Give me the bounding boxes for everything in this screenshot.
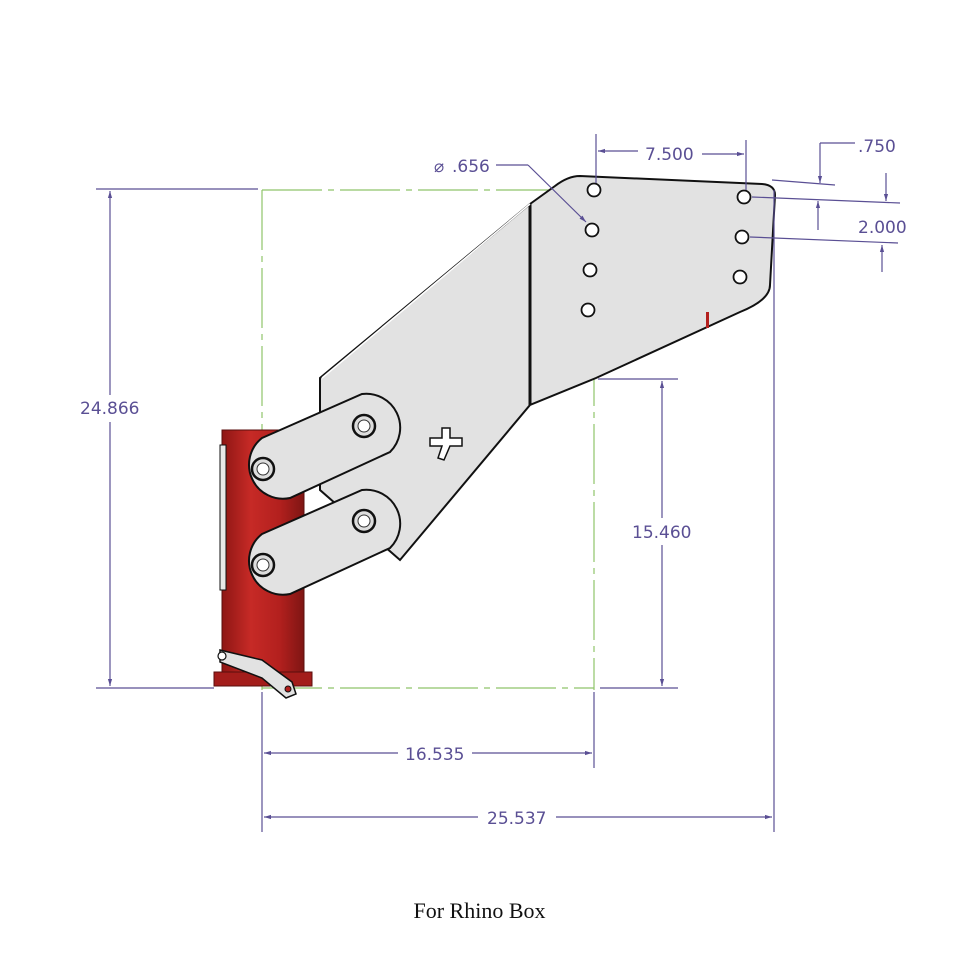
dim-edge-offset: .750 xyxy=(858,137,896,157)
mounting-holes xyxy=(580,182,752,318)
hole xyxy=(586,182,602,198)
dim-hole-spacing: 2.000 xyxy=(858,218,907,238)
hole xyxy=(582,262,598,278)
hole xyxy=(734,229,750,245)
diameter-symbol-icon: ⌀ xyxy=(434,157,444,177)
bolt-icon xyxy=(250,456,276,482)
dimension-lines xyxy=(96,134,901,832)
dim-overall-width: 25.537 xyxy=(487,809,546,829)
bolt-icon xyxy=(351,413,377,439)
drawing-caption: For Rhino Box xyxy=(413,898,546,923)
red-tab xyxy=(706,312,709,328)
hole xyxy=(732,269,748,285)
cross-slot xyxy=(429,427,463,461)
bolts xyxy=(250,413,377,578)
hole xyxy=(736,189,752,205)
pin-clip xyxy=(219,649,297,699)
bolt-icon xyxy=(351,508,377,534)
dim-post-to-hole-width: 16.535 xyxy=(405,745,464,765)
dim-overall-height: 24.866 xyxy=(80,399,139,419)
dim-hole-diameter: .656 xyxy=(452,157,490,177)
bolt-icon xyxy=(250,552,276,578)
dim-post-to-bracket-height: 15.460 xyxy=(632,523,691,543)
hole xyxy=(584,222,600,238)
mounting-plate xyxy=(319,174,777,562)
hole xyxy=(580,302,596,318)
dim-hole-column-spacing: 7.500 xyxy=(645,145,694,165)
